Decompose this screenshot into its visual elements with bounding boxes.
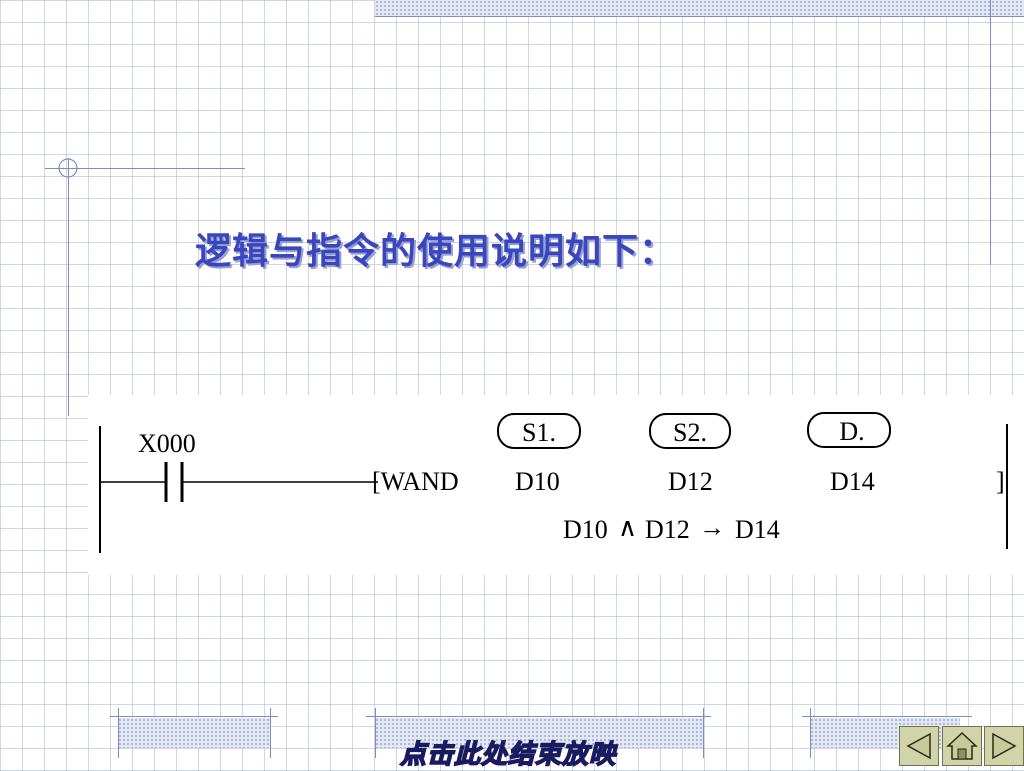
operand-value-d: D14 [830,467,875,496]
footer-rule-right [802,716,972,717]
operand-value-s1: D10 [515,467,560,496]
operand-tag-s1: S1. [522,418,556,447]
close-bracket: ] [996,467,1005,496]
operand-tag-frame-s2 [649,413,731,449]
contact-label: X000 [138,429,196,458]
footer-band-left [118,718,270,748]
expression-right: D14 [735,515,780,544]
left-vertical-rule [68,158,69,416]
operand-tag-d: D. [839,417,864,446]
end-show-link[interactable]: 点击此处结束放映 [399,739,617,771]
expression-left: D10 [563,515,608,544]
top-rule [375,16,1024,17]
corner-circle-icon [58,158,78,178]
operand-tag-frame-d [807,412,891,448]
operand-tag-s2: S2. [673,418,707,447]
home-button[interactable] [942,726,982,766]
prev-slide-button[interactable] [899,726,939,766]
footer-tick-left-2 [270,708,271,758]
footer-tick-left-1 [118,708,119,758]
footer-tick-center-1 [375,708,376,758]
footer-band-center [375,718,703,748]
next-slide-button[interactable] [984,726,1024,766]
title-rule [45,168,245,169]
expression-arrow: → [699,513,725,542]
right-vertical-rule [990,0,991,265]
footer-rule-center [366,716,711,717]
operand-tag-frame-s1 [497,413,581,449]
slide-title: 逻辑与指令的使用说明如下： [195,231,677,272]
instruction-mnemonic: [WAND [372,467,459,496]
operand-value-s2: D12 [668,467,713,496]
home-icon [946,731,978,760]
footer-rule-left [110,716,278,717]
prev-arrow-icon [906,732,931,760]
next-arrow-icon [992,732,1017,760]
footer-tick-right-1 [810,708,811,758]
footer-tick-center-2 [703,708,704,758]
top-dotted-band [375,0,1024,16]
expression-and-operator: ∧ [618,513,637,542]
expression-middle: D12 [645,515,690,544]
